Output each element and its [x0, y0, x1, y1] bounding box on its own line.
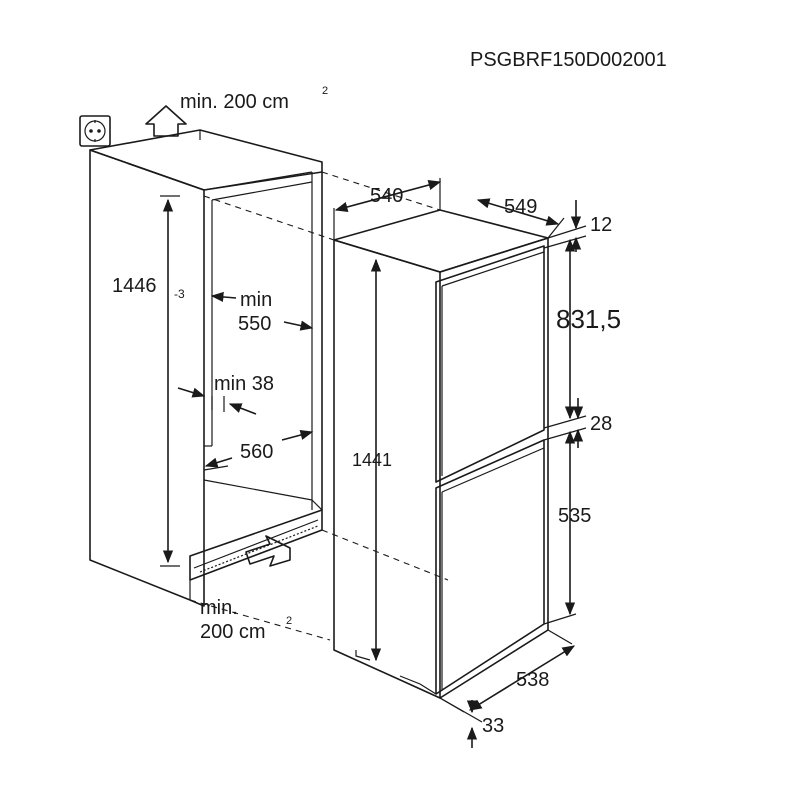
door-depth-dimension — [439, 629, 576, 713]
power-socket-icon — [79, 115, 111, 147]
appliance-depth-dimension — [476, 198, 565, 239]
vent-bottom-arrow-icon — [245, 535, 291, 567]
lower-door — [435, 439, 545, 695]
projection-lines — [189, 171, 449, 641]
niche-depth-arrow-right — [283, 320, 314, 331]
vent-top-label: min. 200 cm — [180, 91, 289, 113]
gap-arrow-left — [177, 387, 206, 398]
appliance-width-dimension — [333, 178, 442, 240]
vent-bottom-sup: 2 — [286, 615, 293, 627]
bottom-offset-dimension — [439, 697, 483, 748]
niche-depth-min-label: min — [240, 289, 273, 311]
right-dimensions — [543, 200, 587, 625]
appliance-height-label: 1441 — [352, 450, 393, 470]
upper-door-label: 831,5 — [556, 304, 622, 334]
lower-door-label: 535 — [558, 505, 592, 527]
gap-arrow-right — [228, 403, 257, 415]
niche-height-label: 1446 — [112, 275, 157, 297]
niche-depth-arrow-left — [210, 291, 237, 303]
niche-height-dimension — [160, 195, 180, 567]
vent-bottom-label-line1: min. — [200, 597, 238, 619]
vent-top-sup: 2 — [322, 85, 329, 97]
niche-width-arrow-right — [281, 430, 314, 441]
top-gap-label: 12 — [590, 214, 613, 236]
niche-cabinet — [89, 129, 323, 607]
niche-height-tolerance: -3 — [174, 287, 185, 301]
door-gap-label: 28 — [590, 413, 613, 435]
model-code: PSGBRF150D002001 — [470, 49, 667, 71]
niche-depth-min-value: 550 — [238, 313, 272, 335]
vent-bottom-label-line2: 200 cm — [200, 621, 266, 643]
door-depth-label: 538 — [516, 669, 550, 691]
appliance-depth-label: 549 — [504, 196, 538, 218]
niche-width-arrow-left — [204, 457, 233, 468]
appliance-width-label: 540 — [370, 185, 404, 207]
niche-gap-label: min 38 — [214, 373, 275, 395]
bottom-offset-label: 33 — [482, 715, 505, 737]
niche-width-label: 560 — [240, 441, 274, 463]
upper-door — [435, 245, 545, 483]
